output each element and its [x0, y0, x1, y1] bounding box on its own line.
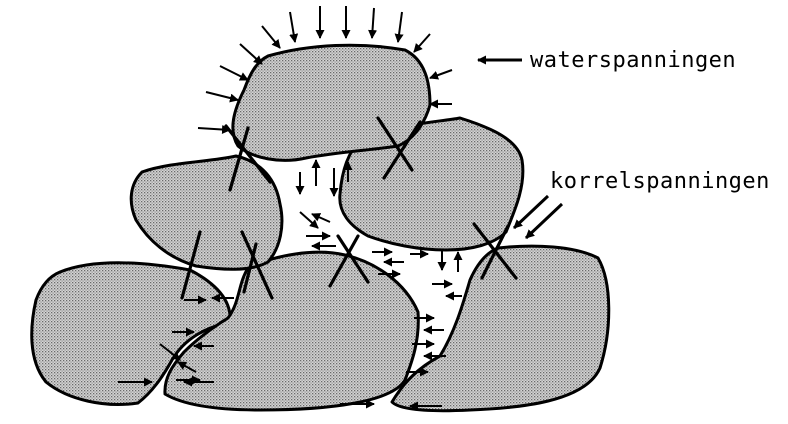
water-pressure-arrow — [240, 44, 262, 64]
water-pressure-arrow — [198, 128, 230, 130]
water-pressure-arrow — [312, 214, 330, 222]
grain-top — [233, 45, 430, 160]
grain-group — [32, 45, 609, 411]
water-pressure-arrow — [290, 12, 295, 42]
korrelspanningen-label: korrelspanningen — [550, 169, 770, 194]
grain-middle-left — [131, 156, 282, 269]
water-pressure-arrow — [398, 12, 402, 42]
water-pressure-arrow — [430, 70, 452, 78]
korrelspanningen-pointer-arrow-2 — [526, 204, 562, 238]
water-pressure-arrow — [262, 26, 280, 48]
waterspanningen-label: waterspanningen — [530, 48, 736, 73]
grain-bottom-right — [392, 246, 609, 411]
water-pressure-arrow — [372, 8, 374, 38]
water-pressure-arrow — [414, 34, 430, 52]
water-pressure-arrow — [206, 92, 238, 100]
water-pressure-arrow — [220, 66, 248, 80]
